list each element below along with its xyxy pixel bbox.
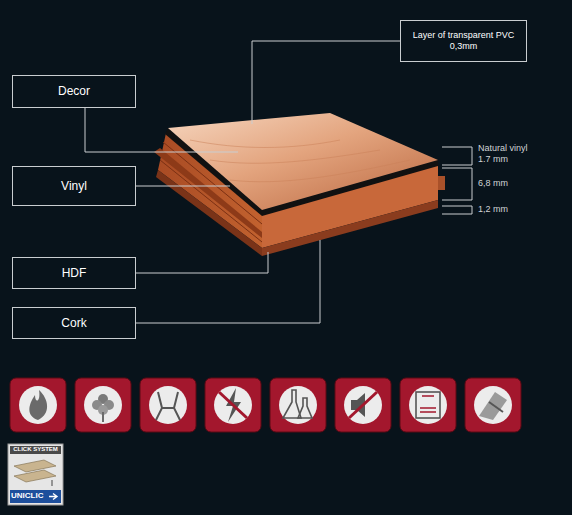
- click-badge: [8, 444, 63, 505]
- click-badge-part: [14, 470, 56, 482]
- wear-icon: [140, 378, 196, 432]
- plank: [154, 113, 445, 256]
- dimension-label: 1,2 mm: [478, 204, 538, 215]
- fire-icon-part: [19, 386, 57, 424]
- chemical-icon-part: [270, 378, 326, 432]
- hygiene-icon: [75, 378, 131, 432]
- dimension-label: 6,8 mm: [478, 178, 538, 189]
- chemical-icon-part: [298, 398, 312, 418]
- antistatic-icon-part: [219, 392, 247, 418]
- hygiene-icon-part: [84, 386, 122, 424]
- property-icons: [10, 378, 521, 432]
- cleaning-icon-part: [474, 386, 512, 424]
- hygiene-icon-part: [75, 378, 131, 432]
- leader-lines-part: [136, 252, 268, 273]
- layer-name: Cork: [61, 316, 86, 331]
- click-badge-part: [8, 444, 63, 505]
- dimension-label: Natural vinyl 1.7 mm: [478, 143, 538, 165]
- leader-lines-part: [136, 186, 230, 187]
- dimension-brackets-part: [442, 206, 472, 214]
- heating-icon-part: [400, 378, 456, 432]
- cleaning-icon-part: [489, 402, 503, 412]
- fire-icon: [10, 378, 66, 432]
- wear-icon-part: [156, 392, 180, 420]
- click-badge-part: [49, 494, 57, 500]
- decor-face: [168, 113, 438, 210]
- layer-name: HDF: [62, 266, 87, 281]
- layer-box: Layer of transparent PVC 0,3mm: [400, 20, 527, 62]
- dimension-brackets-part: [442, 168, 472, 200]
- layer-name: Decor: [58, 84, 90, 99]
- layer-name: Vinyl: [61, 179, 87, 194]
- leader-lines-part: [136, 240, 320, 323]
- heating-icon-part: [420, 396, 436, 412]
- dimension-brackets: [442, 147, 472, 214]
- layer-box: HDF: [12, 257, 136, 289]
- wear-icon-part: [140, 378, 196, 432]
- antistatic-icon: [205, 378, 261, 432]
- antistatic-icon-part: [205, 378, 261, 432]
- cleaning-icon: [465, 378, 521, 432]
- layer-box: Vinyl: [12, 166, 136, 206]
- leader-lines-part: [85, 108, 238, 152]
- fire-icon-part: [10, 378, 66, 432]
- acoustic-icon-part: [344, 386, 382, 424]
- antistatic-icon-part: [214, 386, 252, 424]
- decor-grain: [190, 140, 410, 182]
- cleaning-icon-part: [479, 392, 507, 420]
- cleaning-icon-part: [465, 378, 521, 432]
- click-badge-part: [14, 460, 56, 472]
- click-badge-part: [10, 490, 61, 503]
- acoustic-icon: [335, 378, 391, 432]
- hygiene-icon-part: [102, 412, 104, 422]
- end-lip: [438, 176, 445, 190]
- layer-name: Layer of transparent PVC 0,3mm: [404, 30, 523, 53]
- acoustic-icon-part: [349, 392, 377, 418]
- layer-box: Decor: [12, 75, 136, 108]
- click-badge-part: [10, 446, 61, 454]
- badge-brand: UNICLIC: [11, 491, 49, 501]
- heating-icon: [400, 378, 456, 432]
- heating-icon-part: [409, 386, 447, 424]
- chemical-icon-part: [279, 386, 317, 424]
- dimension-brackets-part: [442, 147, 472, 165]
- wear-icon-part: [149, 386, 187, 424]
- click-badge-part: [52, 480, 53, 486]
- acoustic-icon-part: [335, 378, 391, 432]
- badge-title: CLICK SYSTEM: [10, 446, 61, 453]
- layer-box: Cork: [12, 307, 136, 339]
- fire-icon-part: [29, 390, 47, 420]
- chemical-icon: [270, 378, 326, 432]
- leader-lines-part: [252, 41, 400, 124]
- heating-icon-part: [416, 392, 440, 418]
- chemical-icon-part: [283, 390, 301, 418]
